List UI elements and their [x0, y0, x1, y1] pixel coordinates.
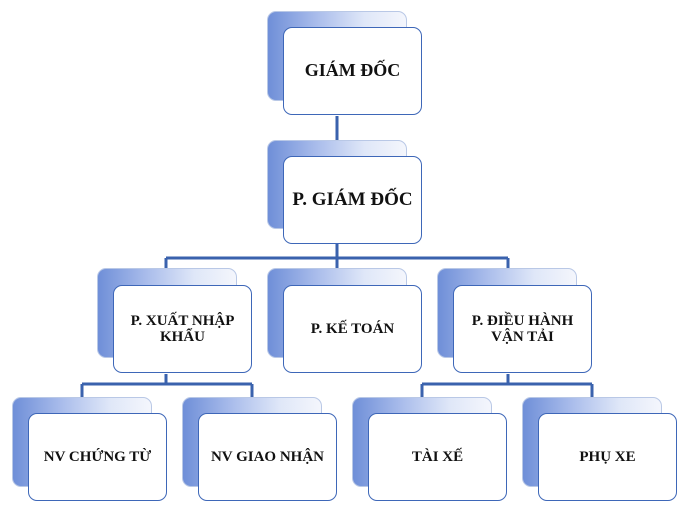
node-ceo: GIÁM ĐỐC: [267, 11, 423, 117]
node-driver: TÀI XẾ: [352, 397, 508, 503]
node-label: P. ĐIỀU HÀNH VẬN TẢI: [453, 285, 592, 373]
node-documents-staff: NV CHỨNG TỪ: [12, 397, 168, 503]
node-driver-assistant: PHỤ XE: [522, 397, 678, 503]
node-label: P. GIÁM ĐỐC: [283, 156, 422, 244]
node-delivery-staff: NV GIAO NHẬN: [182, 397, 338, 503]
node-label: P. XUẤT NHẬP KHẨU: [113, 285, 252, 373]
node-deputy-director: P. GIÁM ĐỐC: [267, 140, 423, 245]
node-label: PHỤ XE: [538, 413, 677, 501]
node-label: NV GIAO NHẬN: [198, 413, 337, 501]
node-label: TÀI XẾ: [368, 413, 507, 501]
node-label: NV CHỨNG TỪ: [28, 413, 167, 501]
node-label: P. KẾ TOÁN: [283, 285, 422, 373]
node-transport-dept: P. ĐIỀU HÀNH VẬN TẢI: [437, 268, 593, 374]
node-label: GIÁM ĐỐC: [283, 27, 422, 115]
node-import-export-dept: P. XUẤT NHẬP KHẨU: [97, 268, 253, 374]
node-accounting-dept: P. KẾ TOÁN: [267, 268, 423, 374]
